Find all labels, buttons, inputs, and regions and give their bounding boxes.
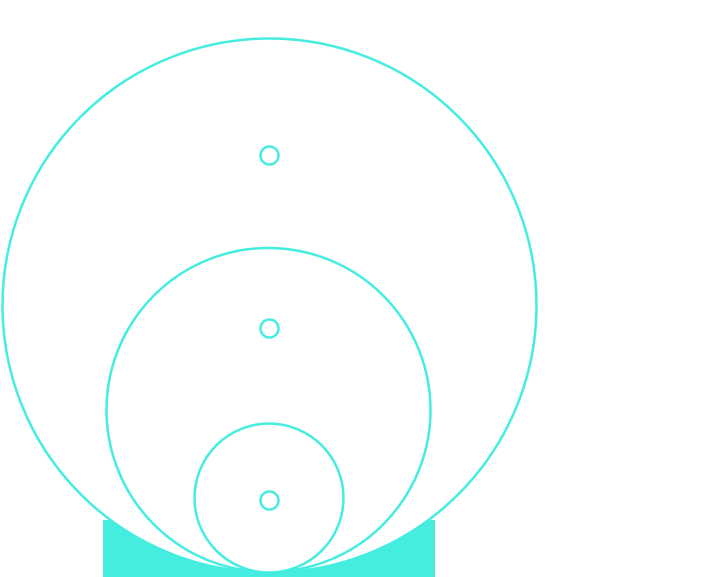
center-marker-middle: [259, 318, 280, 339]
center-marker-top: [259, 145, 280, 166]
center-marker-bottom: [259, 490, 280, 511]
